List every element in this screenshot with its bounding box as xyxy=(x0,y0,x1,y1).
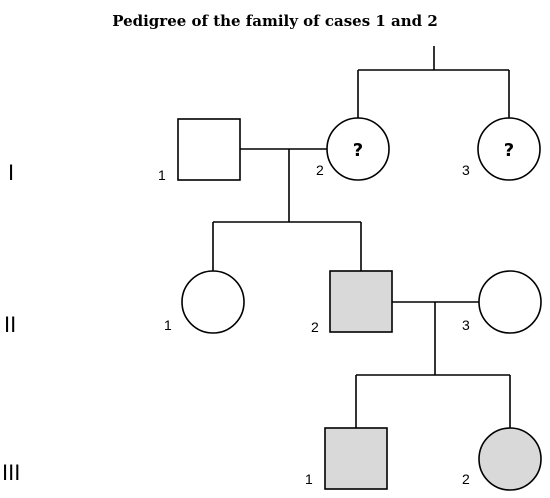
individual-number: 1 xyxy=(305,471,313,487)
male-unaffected-symbol xyxy=(177,118,241,181)
female-unknown-symbol xyxy=(477,117,541,181)
individual-number: 3 xyxy=(462,162,470,178)
relationship-lines xyxy=(212,46,511,428)
individual-number: 1 xyxy=(158,167,166,183)
male-affected-symbol xyxy=(329,270,393,333)
individual-number: 1 xyxy=(164,317,172,333)
individual-number: 3 xyxy=(462,317,470,333)
individual-number: 2 xyxy=(316,162,324,178)
unknown-status-mark: ? xyxy=(504,140,514,161)
unknown-status-mark: ? xyxy=(353,140,363,161)
female-unaffected-symbol xyxy=(478,270,542,334)
generation-label-2: II xyxy=(4,312,16,337)
generation-label-3: III xyxy=(2,460,20,485)
individual-number: 2 xyxy=(462,471,470,487)
female-affected-symbol xyxy=(478,427,542,491)
female-unaffected-symbol xyxy=(181,270,245,334)
generation-label-1: I xyxy=(8,160,14,185)
diagram-title: Pedigree of the family of cases 1 and 2 xyxy=(112,12,438,30)
male-affected-symbol xyxy=(324,427,388,490)
female-unknown-symbol xyxy=(326,117,390,181)
individual-number: 2 xyxy=(311,319,319,335)
